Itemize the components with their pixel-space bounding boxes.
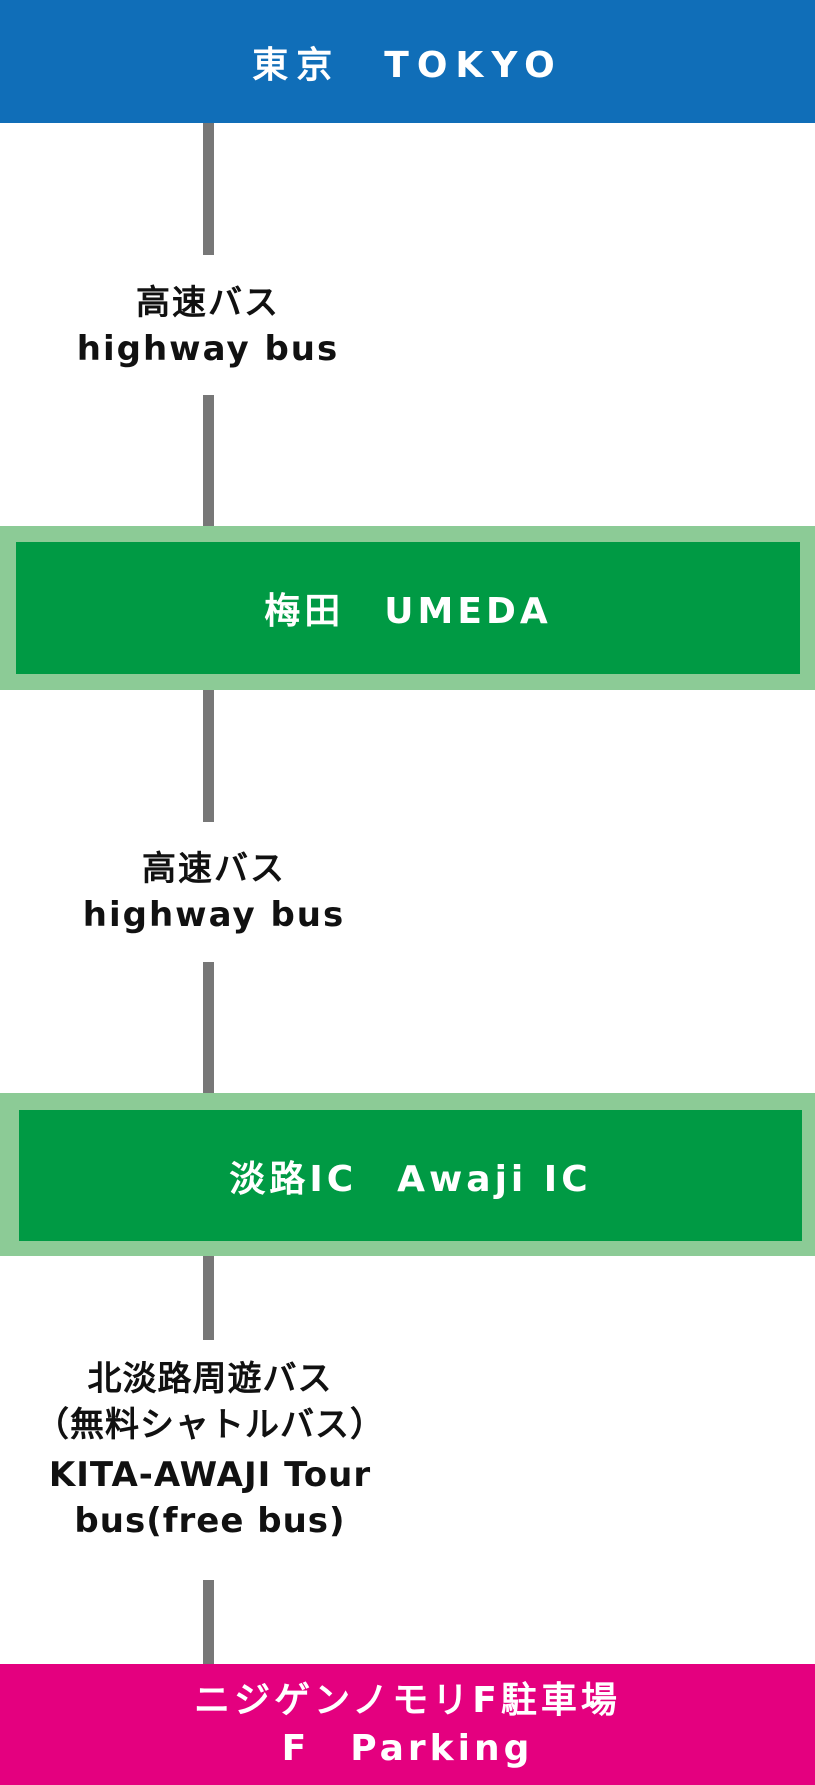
connector-line xyxy=(203,123,214,255)
origin-tokyo: 東京 TOKYO xyxy=(0,0,815,123)
connector-line xyxy=(203,395,214,526)
origin-label: 東京 TOKYO xyxy=(252,44,563,86)
station-awaji-label: 淡路IC Awaji IC xyxy=(229,1158,592,1200)
leg-2-en: highway bus xyxy=(82,895,346,935)
leg-3-ja-1: 北淡路周遊バス xyxy=(87,1359,333,1399)
connector-line xyxy=(203,1580,214,1664)
leg-3-ja-2: （無料シャトルバス） xyxy=(35,1405,385,1445)
destination-en: F Parking xyxy=(281,1727,534,1769)
connector-line xyxy=(203,962,214,1093)
leg-1-label: 高速バス highway bus xyxy=(0,280,416,372)
destination-ja: ニジゲンノモリF駐車場 xyxy=(194,1679,621,1721)
station-umeda-label: 梅田 UMEDA xyxy=(264,591,552,632)
leg-3-en-2: bus(free bus) xyxy=(74,1501,346,1541)
connector-line xyxy=(203,1256,214,1340)
station-awaji-ic: 淡路IC Awaji IC xyxy=(0,1093,815,1256)
leg-1-en: highway bus xyxy=(76,329,340,369)
destination-parking: ニジゲンノモリF駐車場 F Parking xyxy=(0,1664,815,1785)
connector-line xyxy=(203,690,214,822)
leg-3-en-1: KITA-AWAJI Tour xyxy=(48,1455,372,1495)
leg-2-ja: 高速バス xyxy=(142,849,286,889)
leg-2-label: 高速バス highway bus xyxy=(6,846,422,938)
leg-1-ja: 高速バス xyxy=(136,283,280,323)
leg-3-label: 北淡路周遊バス （無料シャトルバス） KITA-AWAJI Tour bus(f… xyxy=(0,1356,420,1544)
station-umeda: 梅田 UMEDA xyxy=(0,526,815,690)
